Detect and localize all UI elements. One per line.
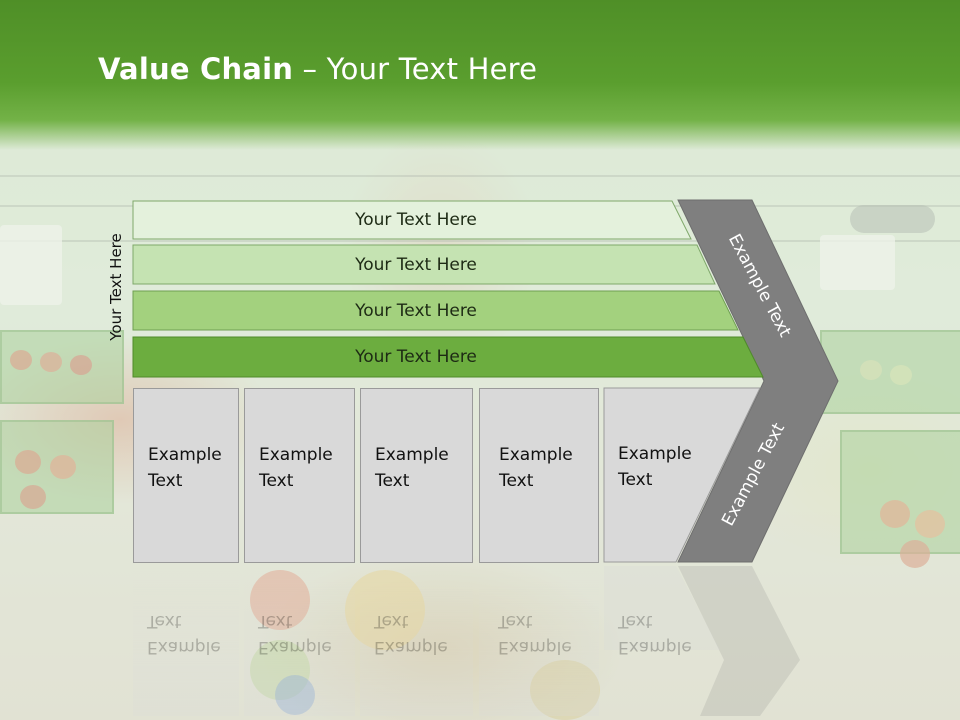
row-label: Your Text Here [355,301,477,321]
row-1: Your Text Here [133,200,699,240]
row-label: Your Text Here [355,255,477,275]
column-4: Example Text [479,388,599,563]
column-shape-5 [603,387,761,563]
title-bar [0,0,960,150]
column-3-reflection: Example Text [360,566,473,716]
reflection-line2: Text [258,611,293,631]
column-5-reflection: Example Text [604,566,704,716]
column-1: Example Text [133,388,239,563]
column-2-reflection: Example Text [244,566,355,716]
column-1-reflection: Example Text [133,566,239,716]
column-text-line2: Text [148,471,183,491]
arrow-chevron-reflection [678,566,800,716]
row-shape-1 [132,200,692,240]
row-3: Your Text Here [133,291,699,331]
row-shape-3 [132,290,739,331]
row-label: Your Text Here [355,347,477,367]
column-text-line1: Example [618,444,692,464]
reflection-line1: Example [147,637,221,657]
reflection-line2: Text [498,611,533,631]
column-4-reflection: Example Text [479,566,599,716]
column-text-line1: Example [499,445,573,465]
reflection-line1: Example [498,637,572,657]
column-3: Example Text [360,388,473,563]
page-title: Value Chain – Your Text Here [98,52,537,86]
reflection-line1: Example [618,637,692,657]
column-5-reflection [604,566,720,650]
row-shape-2 [132,244,716,285]
column-5: Example Text [604,388,704,563]
column-text-line2: Text [618,470,653,490]
title-rest: – Your Text Here [293,52,538,86]
row-shape-4 [132,336,764,378]
column-2: Example Text [244,388,355,563]
column-text-line2: Text [375,471,410,491]
title-bold: Value Chain [98,52,294,86]
column-text-line1: Example [148,445,222,465]
column-text-line2: Text [259,471,294,491]
row-4: Your Text Here [133,337,699,377]
reflection-line2: Text [374,611,409,631]
column-text-line2: Text [499,471,534,491]
reflection-line2: Text [147,611,182,631]
reflection-line1: Example [258,637,332,657]
row-label: Your Text Here [355,210,477,230]
reflection-line1: Example [374,637,448,657]
reflection-line2: Text [618,611,653,631]
row-2: Your Text Here [133,245,699,285]
column-text-line1: Example [259,445,333,465]
arrow-chevron [677,199,839,563]
column-text-line1: Example [375,445,449,465]
